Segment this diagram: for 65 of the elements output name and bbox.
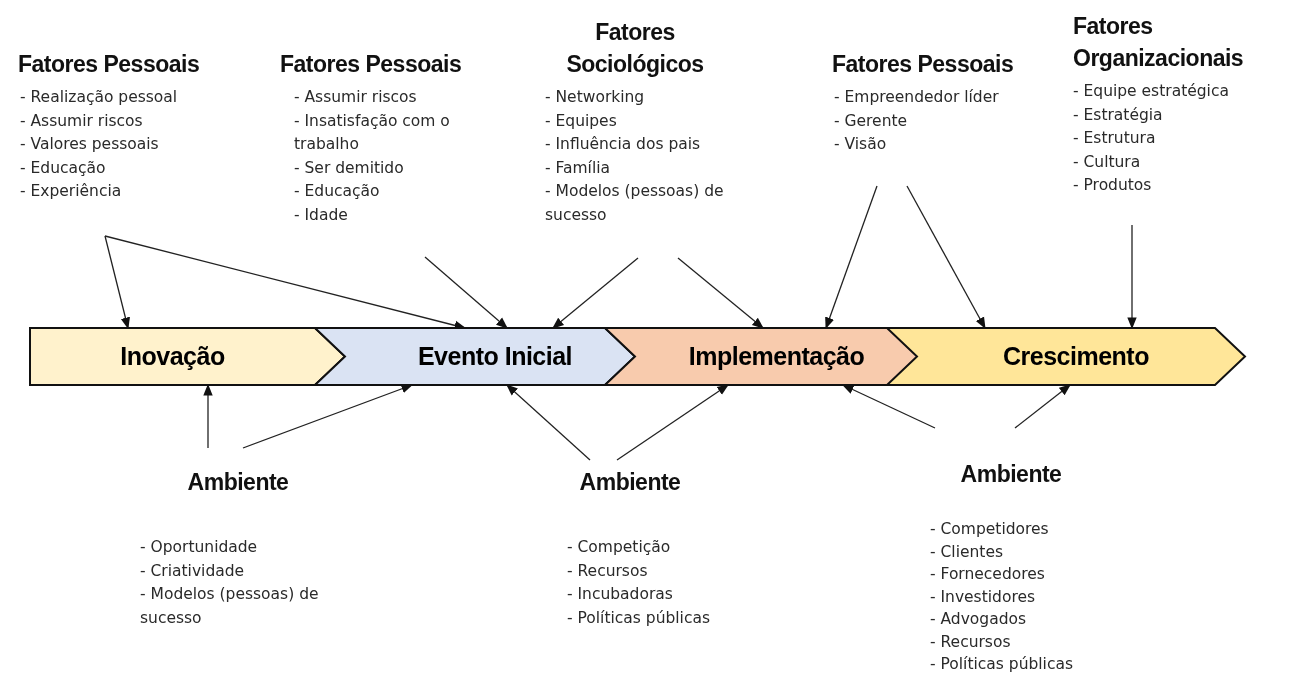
process-stage	[30, 328, 345, 385]
factor-item: - Produtos	[1073, 175, 1153, 196]
arrow	[616, 384, 729, 461]
factor-item: - Empreendedor líder	[834, 87, 1000, 108]
factor-item: - Modelos (pessoas) de sucesso	[545, 181, 725, 226]
factor-item: - Criatividade	[140, 560, 246, 582]
process-stage	[887, 328, 1245, 385]
factor-item: - Advogados	[930, 609, 1028, 630]
arrow	[677, 257, 764, 329]
factor-item: - Assumir riscos	[20, 110, 144, 132]
factor-item: - Oportunidade	[140, 537, 259, 558]
factor-item: - Investidores	[930, 586, 1037, 608]
factor-item: - Incubadoras	[567, 584, 674, 605]
factor-item: - Ser demitido	[294, 157, 405, 179]
factor-item: - Modelos (pessoas) de sucesso	[140, 584, 320, 629]
factor-item: - Educação	[20, 157, 107, 179]
factor-item: - Visão	[834, 134, 888, 155]
factor-heading: Ambiente	[578, 468, 682, 497]
factor-item: - Realização pessoal	[20, 87, 179, 108]
factor-item: - Idade	[294, 204, 349, 226]
factor-item: - Gerente	[834, 110, 909, 132]
arrow	[552, 257, 639, 329]
factor-item: - Família	[545, 157, 612, 179]
arrow	[841, 384, 936, 429]
factor-heading: Ambiente	[186, 468, 290, 497]
factor-item: - Políticas públicas	[567, 607, 712, 629]
stage-label: Implementação	[687, 341, 866, 372]
factor-item: - Influência dos pais	[545, 134, 702, 155]
factor-item: - Políticas públicas	[930, 654, 1075, 675]
stage-label: Inovação	[119, 341, 226, 372]
factor-item: - Recursos	[930, 631, 1012, 653]
factor-item: - Equipes	[545, 110, 618, 132]
factor-heading: Fatores Pessoais	[832, 50, 1015, 79]
factor-item: - Equipe estratégica	[1073, 81, 1230, 102]
factor-item: - Competidores	[930, 519, 1050, 540]
factor-heading: Ambiente	[959, 460, 1063, 489]
factor-item: - Educação	[294, 181, 381, 202]
factor-item: - Cultura	[1073, 151, 1142, 173]
arrow	[242, 384, 414, 449]
stage-label: Crescimento	[1002, 341, 1150, 372]
factor-item: - Competição	[567, 537, 672, 558]
arrow	[506, 384, 591, 461]
factor-item: - Experiência	[20, 181, 123, 202]
factor-item: - Networking	[545, 87, 646, 108]
arrow	[424, 256, 508, 329]
factor-item: - Estratégia	[1073, 104, 1164, 126]
arrow	[104, 235, 130, 330]
factor-item: - Clientes	[930, 541, 1004, 563]
arrow	[1014, 384, 1071, 429]
arrow	[906, 185, 986, 330]
factor-heading: Fatores Pessoais	[280, 50, 463, 79]
factor-item: - Recursos	[567, 560, 649, 582]
factor-heading: Fatores Pessoais	[18, 50, 201, 79]
factor-item: - Fornecedores	[930, 564, 1046, 585]
arrow	[1127, 224, 1137, 330]
factor-item: - Valores pessoais	[20, 134, 160, 155]
factor-item: - Insatisfação com o trabalho	[294, 110, 451, 155]
arrow	[825, 185, 878, 330]
factor-heading: Fatores Sociológicos	[565, 18, 705, 79]
factor-item: - Estrutura	[1073, 128, 1157, 149]
factor-heading: Fatores Organizacionais	[1073, 12, 1245, 73]
stage-label: Evento Inicial	[416, 341, 574, 372]
process-stage	[315, 328, 635, 385]
factor-item: - Assumir riscos	[294, 87, 418, 108]
arrow	[104, 235, 467, 330]
